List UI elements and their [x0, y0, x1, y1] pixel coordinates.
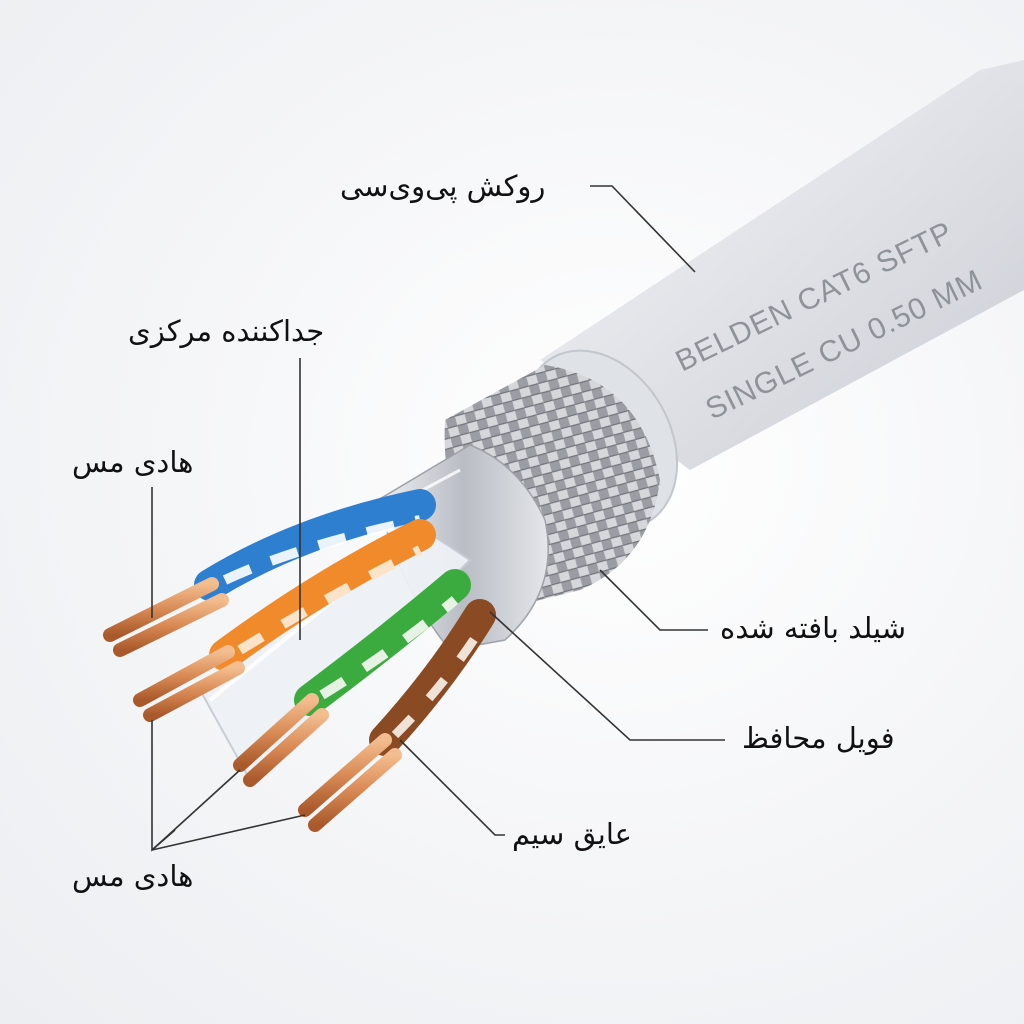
label-wire-insulation: عایق سیم — [512, 817, 632, 851]
label-central-separator: جداکننده مرکزی — [128, 314, 325, 348]
label-pvc-jacket: روکش پی‌وی‌سی — [340, 169, 546, 203]
leader-lines — [151, 185, 725, 852]
copper-conductors — [103, 577, 402, 832]
blue-pair — [194, 489, 436, 601]
label-copper-conductor-top: هادی مس — [72, 445, 194, 479]
green-pair — [294, 569, 471, 716]
label-copper-conductor-bottom: هادی مس — [72, 859, 194, 893]
orange-pair — [209, 519, 436, 671]
label-protective-foil: فویل محافظ — [742, 721, 895, 755]
brown-pair — [369, 599, 496, 756]
label-braided-shield: شیلد بافته شده — [720, 611, 907, 645]
